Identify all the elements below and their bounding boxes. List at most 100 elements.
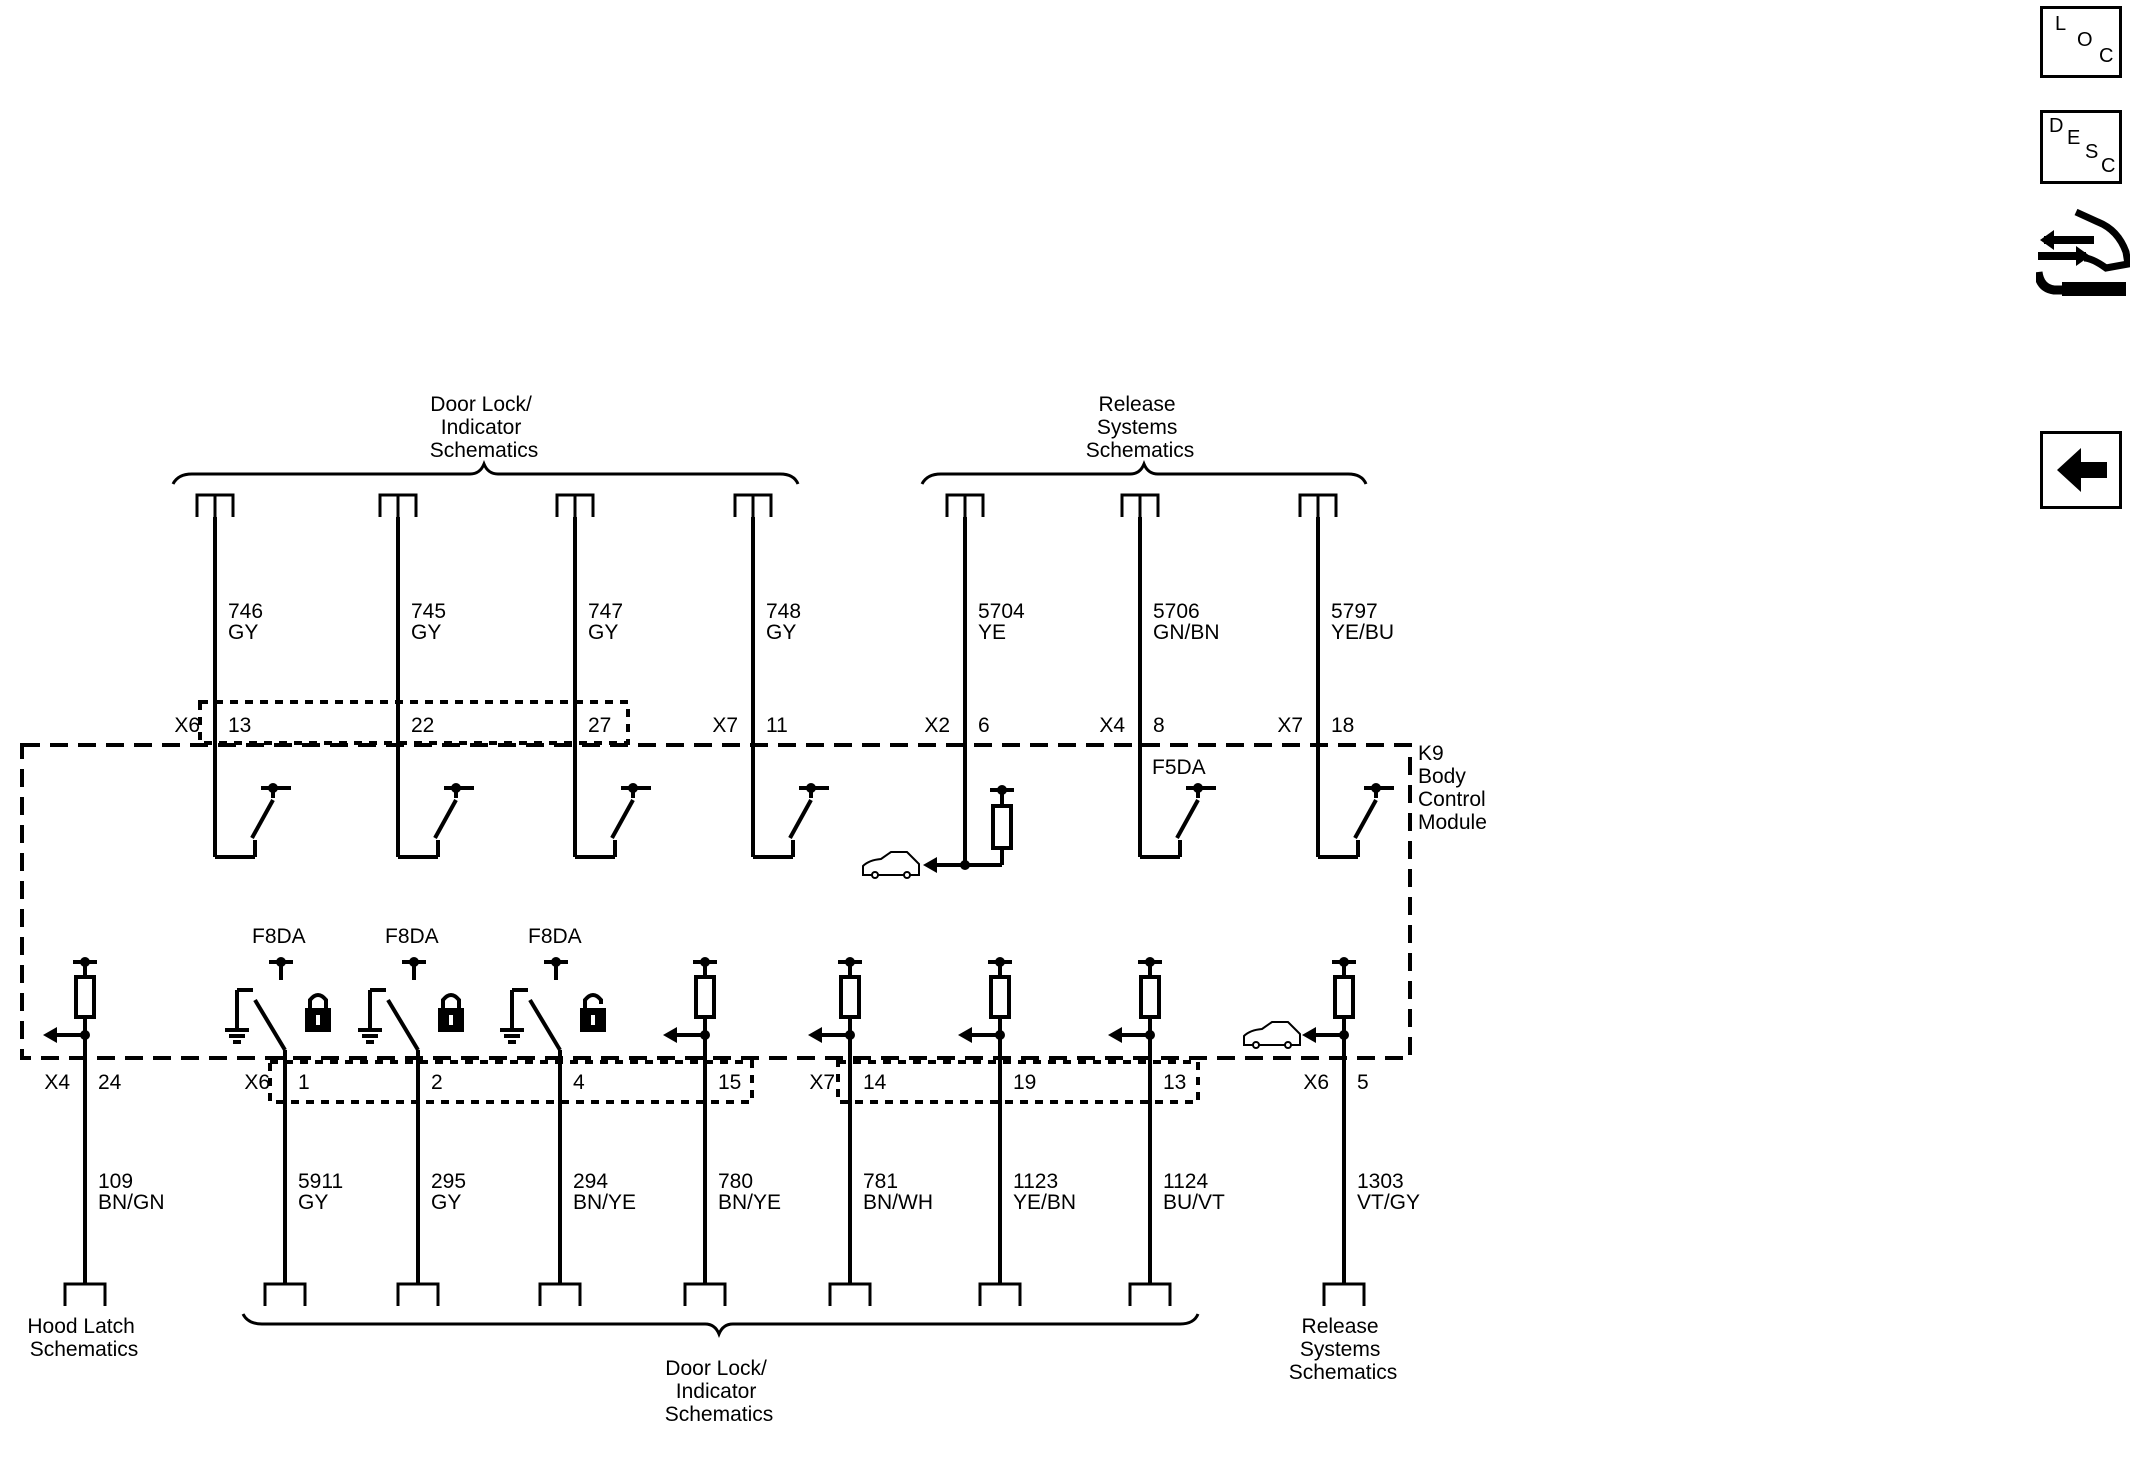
- padlock-icon: [583, 993, 603, 1008]
- desc-letter: E: [2067, 127, 2081, 149]
- padlock-icon: [316, 1015, 320, 1025]
- connector-view-button[interactable]: [2033, 204, 2130, 304]
- terminal-bottom: [1322, 1282, 1366, 1306]
- junction-dot: [1371, 783, 1381, 793]
- module-name: K9 Body Control Module: [1418, 742, 1492, 834]
- wire-color: BN/WH: [863, 1191, 933, 1214]
- top-left-brace: [171, 459, 800, 485]
- pull-up-resistor: [989, 975, 1011, 1019]
- junction-dot: [806, 783, 816, 793]
- connector-id: X2: [924, 714, 950, 737]
- desc-letter: C: [2101, 155, 2116, 177]
- pull-up-resistor: [991, 804, 1013, 850]
- vehicle-icon: [903, 871, 911, 879]
- wire-color: YE/BN: [1013, 1191, 1076, 1214]
- pin-number: 5: [1357, 1071, 1369, 1094]
- vehicle-icon: [862, 851, 920, 876]
- terminal-bottom: [396, 1282, 440, 1306]
- switch-blade: [386, 998, 420, 1052]
- vehicle-icon: [871, 871, 879, 879]
- pin-number: 11: [766, 714, 788, 737]
- pull-up-resistor: [694, 975, 716, 1019]
- wire-color: GY: [766, 621, 796, 644]
- switch-blade: [788, 799, 813, 839]
- switch-blade: [253, 998, 287, 1052]
- circuit-number: 5797: [1331, 600, 1378, 623]
- loc-letter: L: [2055, 13, 2067, 35]
- pull-up-resistor: [839, 975, 861, 1019]
- bottom-door-brace: [241, 1313, 1200, 1339]
- terminal-bottom: [683, 1282, 727, 1306]
- pin-number: 19: [1013, 1071, 1036, 1094]
- pin-number: 24: [98, 1071, 122, 1094]
- top-left-group-label: Door Lock/ Indicator Schematics: [430, 393, 539, 462]
- circuit-number: 109: [98, 1170, 133, 1193]
- circuit-number: 1123: [1013, 1170, 1058, 1193]
- junction-dot: [628, 783, 638, 793]
- connector-id: X7: [809, 1071, 835, 1094]
- connector-id: X6: [244, 1071, 270, 1094]
- input-arrow: [43, 1027, 57, 1043]
- loc-letter: C: [2099, 45, 2114, 67]
- circuit-number: 745: [411, 600, 446, 623]
- input-arrow: [958, 1027, 972, 1043]
- back-button[interactable]: [2040, 431, 2122, 509]
- pull-up-resistor: [74, 975, 96, 1019]
- circuit-number: 780: [718, 1170, 753, 1193]
- fuse-label-f5da: F5DA: [1152, 756, 1206, 779]
- switch-blade: [528, 998, 562, 1052]
- padlock-icon: [449, 1015, 453, 1025]
- circuit-number: 1303: [1357, 1170, 1404, 1193]
- switch-blade: [1175, 799, 1200, 839]
- wire-color: GY: [431, 1191, 461, 1214]
- input-arrow: [808, 1027, 822, 1043]
- circuit-number: 5911: [298, 1170, 343, 1193]
- vehicle-icon: [1284, 1041, 1292, 1049]
- pin-number: 13: [1163, 1071, 1186, 1094]
- circuit-number: 747: [588, 600, 623, 623]
- junction-dot: [1193, 783, 1203, 793]
- circuit-number: 5704: [978, 600, 1025, 623]
- circuit-number: 748: [766, 600, 801, 623]
- pin-number: 13: [228, 714, 251, 737]
- top-right-group-label: Release Systems Schematics: [1086, 393, 1195, 462]
- pin-number: 1: [298, 1071, 310, 1094]
- junction-dot: [451, 783, 461, 793]
- wire-color: BN/GN: [98, 1191, 165, 1214]
- junction-dot: [268, 783, 278, 793]
- fuse-label-f8da: F8DA: [385, 925, 439, 948]
- padlock-icon: [308, 993, 328, 1008]
- pull-up-resistor: [1333, 975, 1355, 1019]
- terminal-bottom: [263, 1282, 307, 1306]
- circuit-number: 294: [573, 1170, 608, 1193]
- vehicle-icon: [1252, 1041, 1260, 1049]
- circuit-number: 295: [431, 1170, 466, 1193]
- wire-color: BN/YE: [573, 1191, 636, 1214]
- description-button[interactable]: D E S C: [2040, 110, 2122, 184]
- wire-color: GY: [228, 621, 258, 644]
- location-button[interactable]: L O C: [2040, 6, 2122, 78]
- wire-color: GY: [298, 1191, 328, 1214]
- wire-color: YE: [978, 621, 1006, 644]
- pin-number: 8: [1153, 714, 1165, 737]
- padlock-icon: [441, 993, 461, 1008]
- pull-up-resistor: [1139, 975, 1161, 1019]
- circuit-number: 781: [863, 1170, 898, 1193]
- pin-number: 4: [573, 1071, 585, 1094]
- wire-color: BU/VT: [1163, 1191, 1225, 1214]
- connector-box-x6-top: [198, 700, 630, 745]
- fuse-label-f8da: F8DA: [528, 925, 582, 948]
- connector-box-x7-bottom: [836, 1060, 1200, 1104]
- desc-letter: D: [2049, 115, 2064, 137]
- input-arrow: [1108, 1027, 1122, 1043]
- switch-blade: [1353, 799, 1378, 839]
- switch-blade: [433, 799, 458, 839]
- switch-blade: [250, 799, 275, 839]
- desc-letter: S: [2085, 141, 2099, 163]
- circuit-number: 746: [228, 600, 263, 623]
- connector-wrench-icon: [2033, 208, 2130, 296]
- pin-number: 2: [431, 1071, 443, 1094]
- connector-id: X6: [1303, 1071, 1329, 1094]
- junction-dot: [997, 785, 1007, 795]
